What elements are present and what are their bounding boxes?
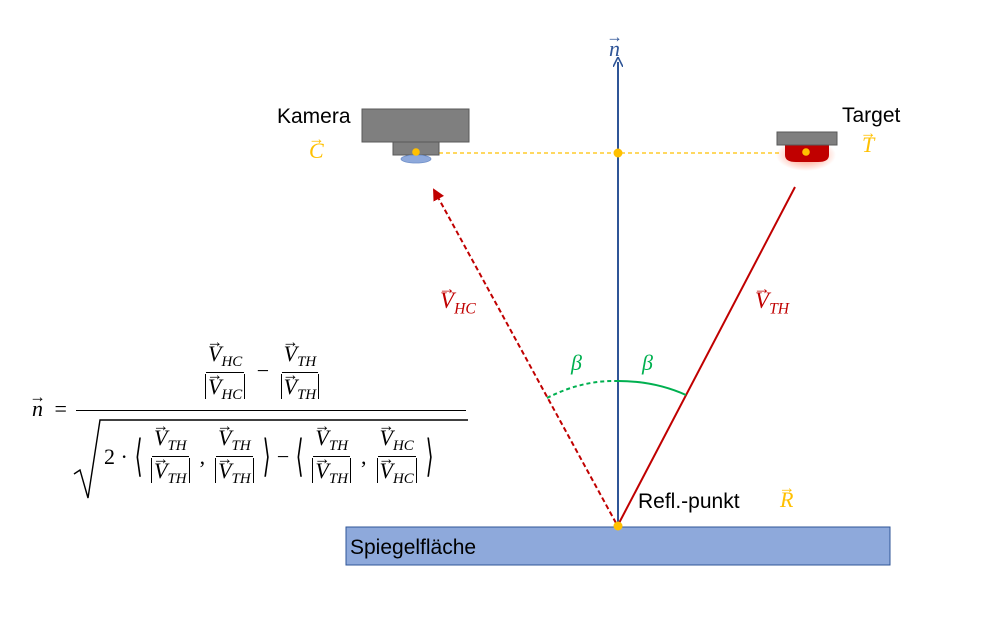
formula-equals: =: [54, 396, 67, 421]
camera-device: [361, 108, 470, 164]
camera-vector-label: C: [309, 138, 324, 164]
camera-point: [412, 148, 420, 156]
formula-lhs: n: [32, 396, 43, 422]
vector-hc-arrow: [433, 188, 617, 524]
beta-arc-right: [617, 380, 687, 396]
formula-denominator: 2 · ⟨ VTH VTH , VTH VTH ⟩ − ⟨ VTH VTH , …: [104, 425, 438, 487]
target-label: Target: [842, 104, 901, 127]
fraction-th: VTH VTH: [279, 341, 322, 403]
fraction-hc: VHC VHC: [203, 341, 247, 403]
main-fraction-bar: [76, 410, 466, 411]
beta-right-label: β: [642, 350, 653, 375]
mirror-surface-label: Spiegelfläche: [350, 536, 477, 559]
normal-vector-formula: n = VHC VHC − VTH VTH 2 · ⟨ VTH VTH , VT…: [28, 340, 488, 510]
vector-hc-label: VHC: [440, 288, 476, 318]
camera-label: Kamera: [277, 105, 351, 128]
reflection-point: [613, 521, 623, 531]
formula-numerator: VHC VHC − VTH VTH: [203, 341, 322, 403]
vector-th-label: VTH: [755, 288, 789, 318]
target-point: [802, 148, 810, 156]
normal-intersection-point: [613, 148, 623, 158]
reflection-vector-label: R: [780, 487, 793, 513]
beta-left-label: β: [571, 350, 582, 375]
mirror-surface: [345, 526, 891, 566]
beta-arc-left: [546, 379, 619, 399]
target-vector-label: T: [862, 132, 874, 158]
normal-vector-label: n: [609, 36, 620, 62]
vector-th-line: [617, 186, 796, 526]
reflection-point-label: Refl.-punkt: [638, 490, 740, 513]
